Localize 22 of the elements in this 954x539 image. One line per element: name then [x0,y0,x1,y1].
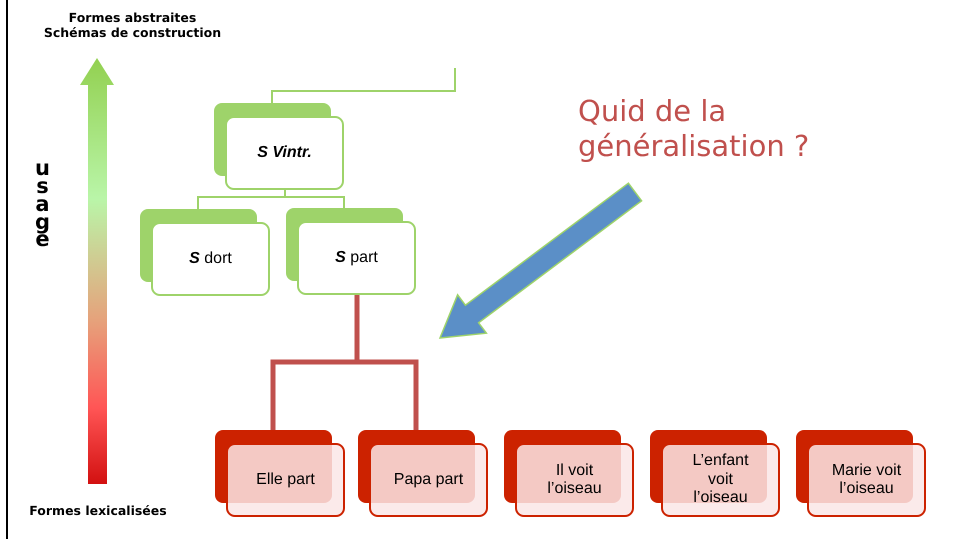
connector-line [271,68,456,103]
node-box [214,103,344,190]
node-label: Papa part [394,470,464,490]
node-box [358,430,488,517]
axis-label: Formes lexicalisées [28,503,168,518]
axis-label: Formes abstraites Schémas de construction [42,10,222,40]
axis-label: usage [34,160,52,250]
node-box [140,209,270,296]
arrow [438,182,643,339]
node-label: S Vintr. [257,144,312,162]
node-box [286,208,416,295]
node-box [215,430,345,517]
node-box [796,430,926,517]
node-label: Elle part [256,470,315,490]
node-label: S part [335,248,378,268]
callout-text: Quid de la généralisation ? [578,94,878,164]
node-box [650,430,780,517]
node-label: S dort [189,250,232,268]
node-box [504,430,634,517]
node-label: Marie voit l’oiseau [830,462,902,498]
node-label: Il voit l’oiseau [546,462,603,498]
node-label: L’enfant voit l’oiseau [691,452,750,508]
